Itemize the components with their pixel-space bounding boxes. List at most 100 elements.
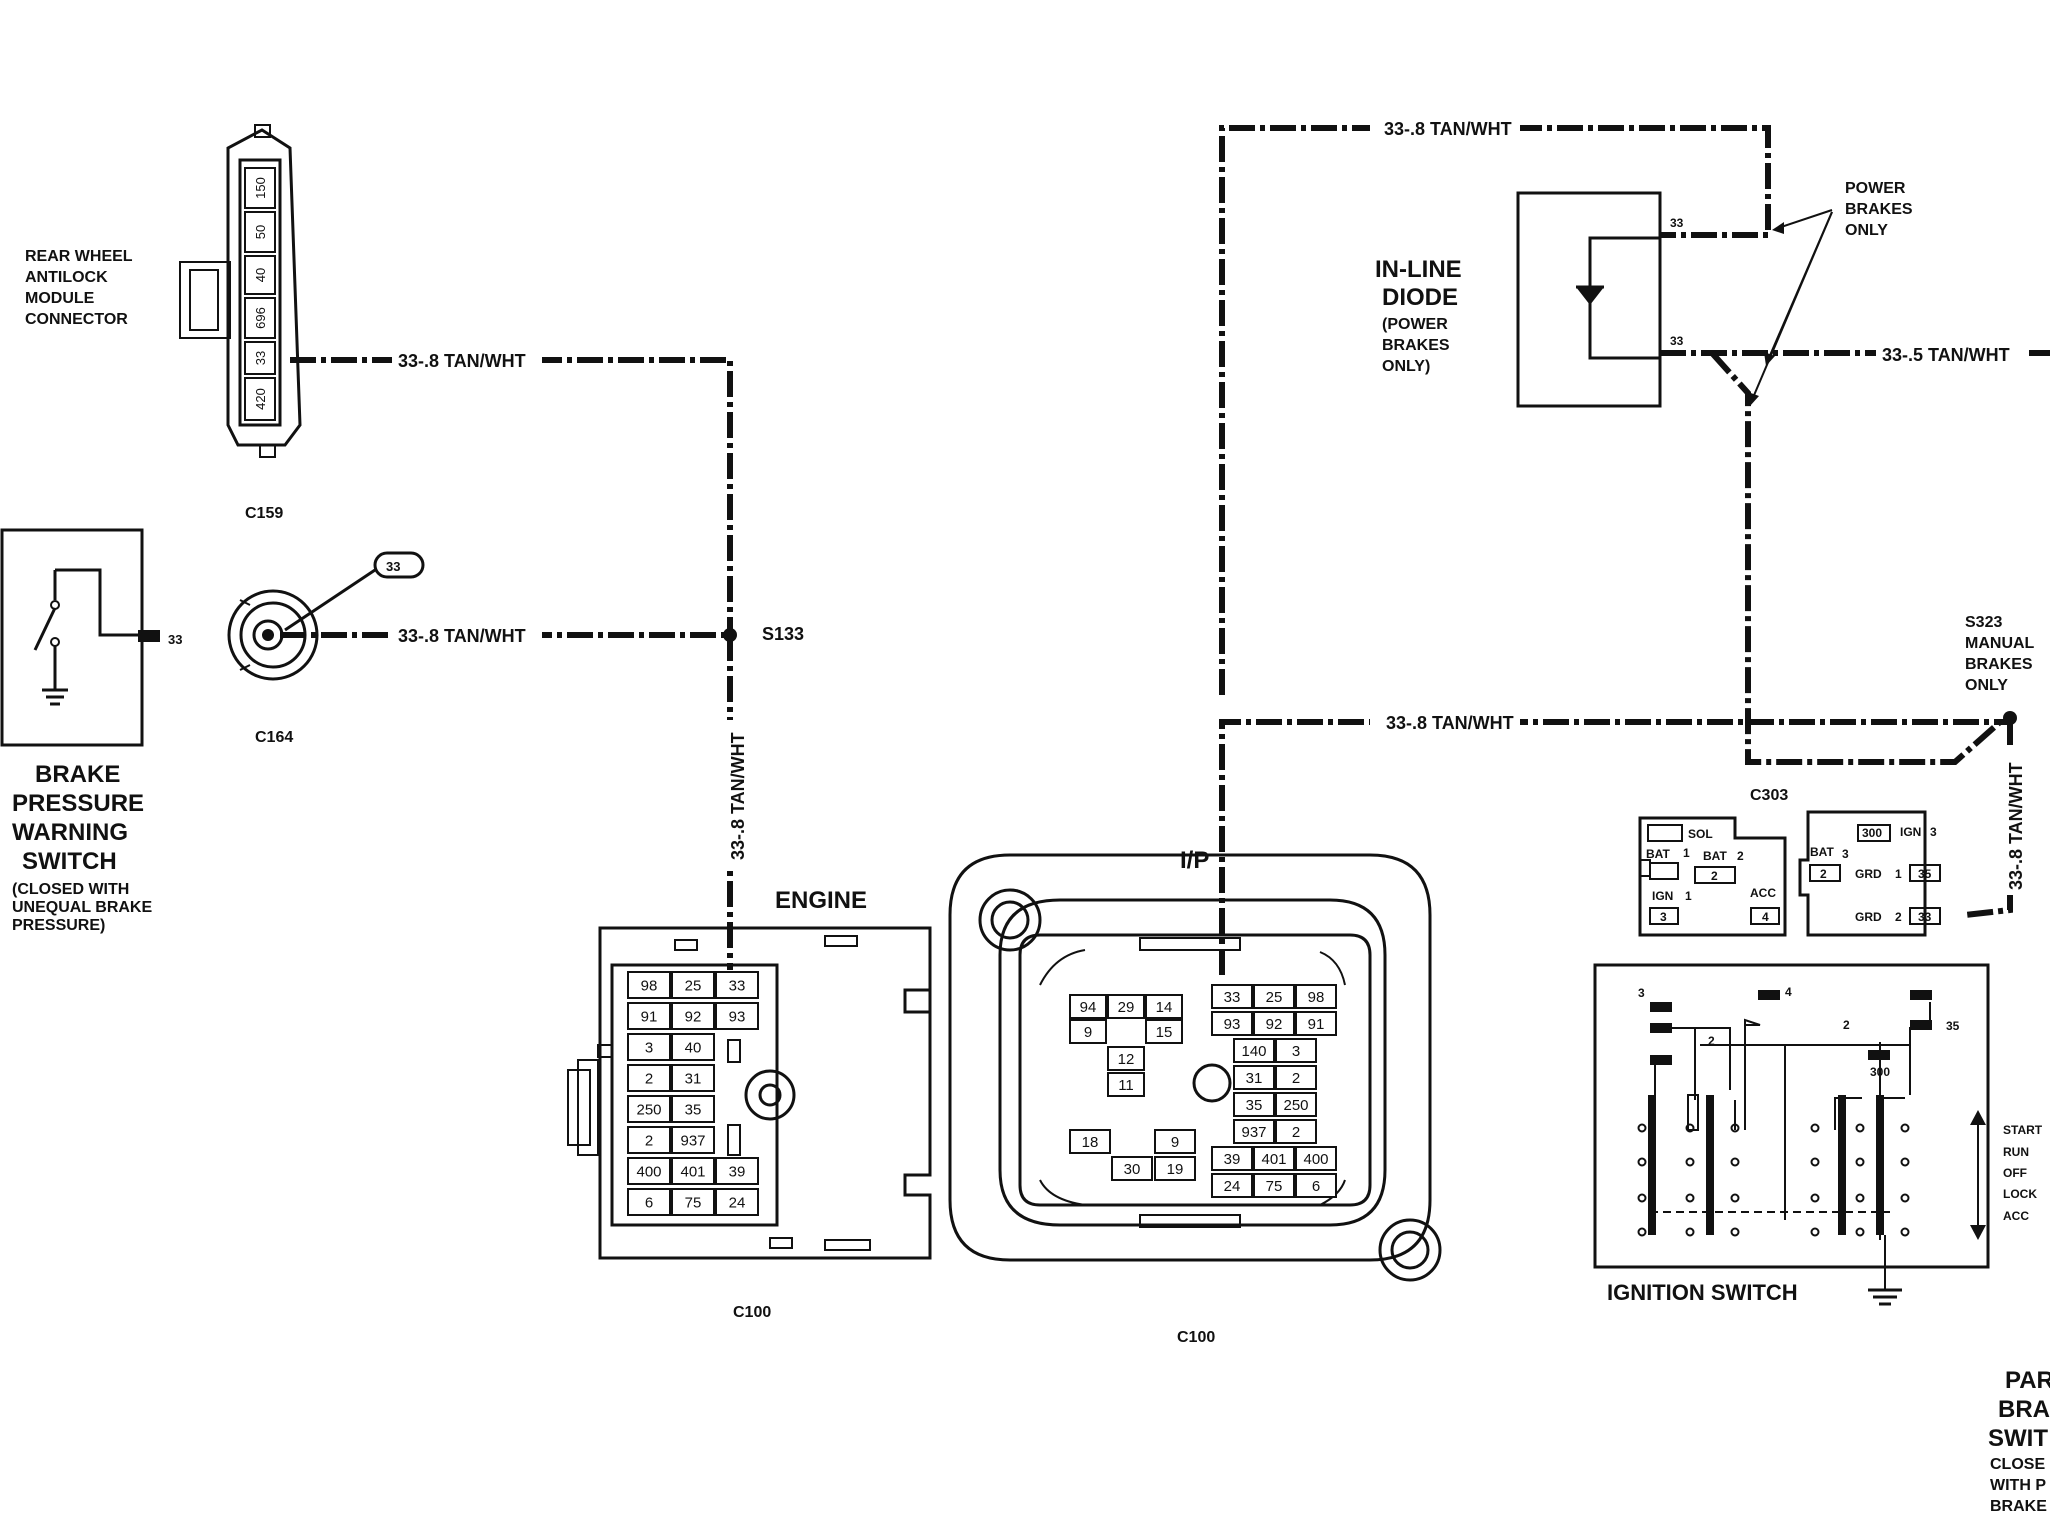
ip-c100-right-cell: 33 [1224,989,1241,1006]
engine-c100-cell-box [715,1157,759,1185]
ip-c100-left-cell: 29 [1118,999,1135,1016]
c303-left-connector [1638,816,1787,937]
ip-c100-right-cell: 25 [1266,989,1283,1006]
ip-c100-right-cell: 39 [1224,1151,1241,1168]
ign-contact-dot [1900,1123,1910,1133]
ip-c100-right-cell: 91 [1308,1016,1325,1033]
ign-term-35: 35 [1946,1019,1960,1033]
engine-c100-cell: 2 [645,1132,653,1149]
s133-label: S133 [762,624,804,644]
brake-switch-label-1: BRAKE [35,761,120,788]
c303-ign3: IGN [1900,825,1921,839]
ign-contact-dot [1900,1157,1910,1167]
ign-term-2b: 2 [1708,1034,1715,1048]
c303-bat2: BAT [1703,849,1727,863]
ign-pos-lock: LOCK [2003,1187,2037,1201]
ign-term-3: 3 [1638,986,1645,1000]
s323-splice-dot [2003,711,2017,725]
parking-brake-note-1: CLOSE [1990,1456,2045,1473]
parking-brake-label-2: BRA [1998,1396,2050,1423]
ip-c100-right-cell-box [1275,1038,1317,1063]
ign-contact-dot [1637,1157,1647,1167]
c159-pin-box [244,297,276,339]
ip-c100-right-cell-box [1233,1038,1275,1063]
ip-c100-right-cell-box [1295,1173,1337,1198]
engine-c100-cell: 400 [636,1163,661,1180]
engine-c100-cell-box [715,971,759,999]
ip-c100-left-cell: 12 [1118,1051,1135,1068]
ip-c100-left2-cell: 9 [1171,1134,1179,1151]
engine-c100-cell: 39 [729,1163,746,1180]
ip-c100-left-cell: 9 [1084,1024,1092,1041]
ign-contact-dot [1855,1227,1865,1237]
engine-c100-cell: 31 [685,1070,702,1087]
engine-c100-cell-box [627,1188,671,1216]
power-brakes-label-3: ONLY [1845,222,1888,239]
ip-c100-left-cell-box [1107,994,1145,1019]
ip-c100-right-cell: 250 [1283,1097,1308,1114]
ign-term-2a: 2 [1843,1018,1850,1032]
ign-contact-dot [1810,1123,1820,1133]
ip-c100-left2-cell-box [1111,1156,1153,1181]
wire-c159-to-s133 [290,357,733,635]
ign-contact-dot [1900,1227,1910,1237]
ip-c100-left-cell-box [1145,1019,1183,1044]
engine-c100-cell: 75 [685,1194,702,1211]
engine-c100-cell-box [671,1188,715,1216]
engine-c100-cell: 25 [685,977,702,994]
diode-pin-33-top: 33 [1670,216,1684,230]
engine-c100-cell: 3 [645,1039,653,1056]
ign-pos-off: OFF [2003,1166,2027,1180]
brake-switch-label-2: PRESSURE [12,790,144,817]
c159-pin-box [244,211,276,253]
engine-c100-cell-box [671,1126,715,1154]
c159-pin-label: 696 [253,307,268,329]
ip-c100-left2-cell: 18 [1082,1134,1099,1151]
ip-c100-left2-cell-box [1154,1129,1196,1154]
ign-contact-dot [1855,1123,1865,1133]
ign-contact-dot [1810,1157,1820,1167]
diode-label-2: DIODE [1382,284,1458,311]
ip-c100-right-cell-box [1275,1065,1317,1090]
engine-c100-cell-box [671,1095,715,1123]
ip-c100-right-cell-box [1295,1146,1337,1171]
engine-c100-cell-box [671,1002,715,1030]
c303-val4: 4 [1762,910,1769,924]
ip-c100-left2-cell-box [1154,1156,1196,1181]
ip-c100-right-cell: 98 [1308,989,1325,1006]
inline-diode [1516,191,1662,408]
engine-c100-label: C100 [733,1304,771,1321]
engine-c100-cell-box [671,1033,715,1061]
engine-c100-cell: 2 [645,1070,653,1087]
ign-contact-dot [1637,1193,1647,1203]
ip-c100-left-cell: 11 [1118,1077,1134,1094]
ip-c100-right-cell-box [1233,1092,1275,1117]
ip-c100-right-cell: 24 [1224,1178,1241,1195]
ip-c100-label: C100 [1177,1329,1215,1346]
engine-c100-cell: 250 [636,1101,661,1118]
ip-c100-left2-cell: 30 [1124,1161,1141,1178]
c159-pin-label: 33 [253,351,268,365]
ip-c100-left-cell: 14 [1156,999,1173,1016]
c159-pin-label: 50 [253,225,268,239]
c303-acc: ACC [1750,886,1776,900]
brake-switch-circuit: 33 [168,632,182,647]
engine-c100-cell: 24 [729,1194,746,1211]
ign-contact-dot [1730,1193,1740,1203]
c303-bat1: BAT [1646,847,1670,861]
engine-c100-cell-box [627,1064,671,1092]
wire-to-s323 [1709,350,2002,765]
c303-val33: 33 [1918,910,1932,924]
c303-bat2-val: 2 [1711,869,1718,883]
ip-c100-right-cell-box [1275,1092,1317,1117]
diode-note-2: BRAKES [1382,337,1450,354]
c303-grd1: GRD [1855,867,1882,881]
diode-note-1: (POWER [1382,316,1448,333]
ip-c100-left-cell-box [1107,1046,1145,1071]
engine-c100-cell-box [671,971,715,999]
brake-switch-label-3: WARNING [12,819,128,846]
power-brakes-label-2: BRAKES [1845,201,1913,218]
c303-ign3-n: 3 [1930,825,1937,839]
c164-circuit-tag: 33 [386,559,400,574]
